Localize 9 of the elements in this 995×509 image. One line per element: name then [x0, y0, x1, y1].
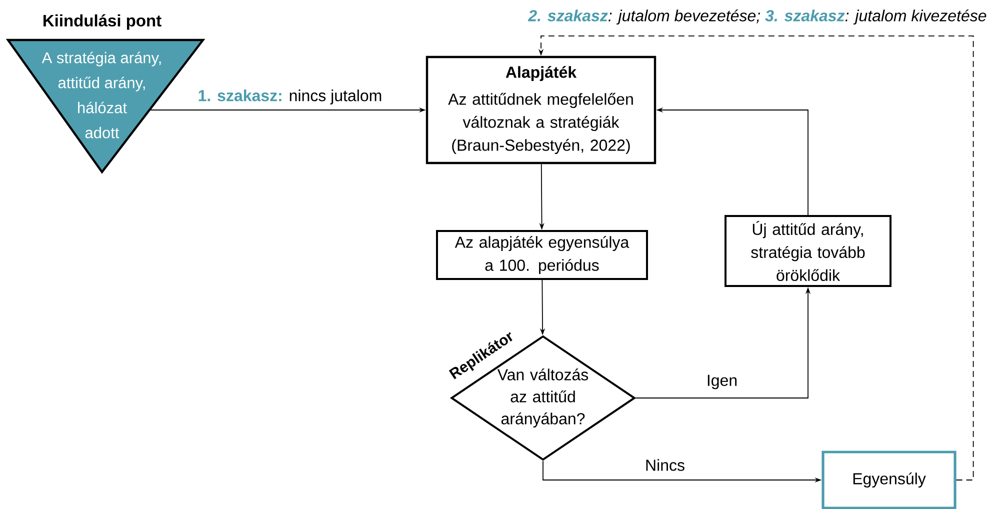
- process-box: Új attitűd arány, stratégia tovább öröklődik: [724, 215, 892, 288]
- end-box: Egyensúly: [822, 450, 956, 509]
- node-label: Kiindulási pont: [44, 14, 162, 30]
- edge-label: Igen: [705, 374, 739, 390]
- process-box: Alapjáték Az attitűdnek megfelelően változnak a stratégiák (Braun-Sebestyén, 2022): [426, 56, 656, 164]
- edge-label: 1. szakasz: nincs jutalom: [196, 88, 384, 106]
- process-box: Az alapjáték egyensúlya a 100. periódus: [436, 230, 648, 280]
- edge-label: Nincs: [644, 458, 686, 472]
- edge-label: 2. szakasz: jutalom bevezetése; 3. szakasz: jutalom kivezetése: [527, 8, 988, 26]
